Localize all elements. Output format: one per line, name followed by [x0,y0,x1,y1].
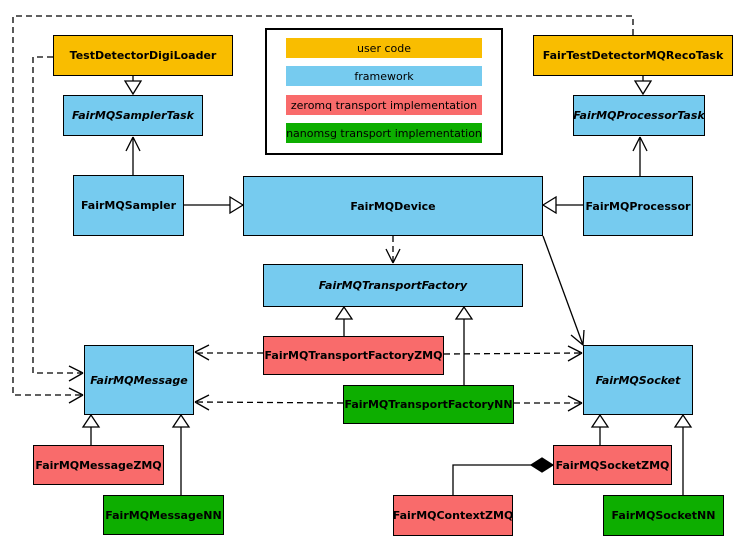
legend-item-user-code: user code [286,38,482,58]
node-fairtestdetectormqrecotask: FairTestDetectorMQRecoTask [533,35,733,76]
node-fairmqsampler: FairMQSampler [73,175,184,236]
legend-item-framework: framework [286,66,482,86]
edge-inherit-msgnn-message [171,413,191,495]
edge-inherit-tfnn-transportfactory [454,305,474,385]
edge-inherit-sampler-device [184,195,245,215]
node-fairmqtransportfactorynn: FairMQTransportFactoryNN [343,385,514,424]
legend-item-zeromq: zeromq transport implementation [286,95,482,115]
node-fairmqtransportfactoryzmq: FairMQTransportFactoryZMQ [263,336,444,375]
edge-dep-digiloader-message [32,56,84,382]
edge-dep-tfzmq-socket [443,345,583,362]
legend-item-nanomsg: nanomsg transport implementation [286,123,482,143]
node-testdetectordigiloader: TestDetectorDigiLoader [53,35,233,76]
node-fairmqcontextzmq: FairMQContextZMQ [393,495,513,536]
node-fairmqsocketnn: FairMQSocketNN [603,495,724,536]
node-fairmqdevice: FairMQDevice [243,176,543,236]
edge-dep-tfzmq-message [194,344,263,361]
edge-dep-device-transportfactory [385,236,401,264]
edge-inherit-sockzmq-socket [590,413,610,445]
node-fairmqsocketzmq: FairMQSocketZMQ [553,445,672,485]
edge-inherit-msgzmq-message [81,413,101,445]
edge-comp-socketzmq-contextzmq [452,457,555,495]
node-fairmqmessagezmq: FairMQMessageZMQ [33,445,164,485]
node-fairmqsocket: FairMQSocket [583,345,693,415]
node-fairmqprocessor: FairMQProcessor [583,176,693,236]
edge-inherit-digiloader-samplertask [123,76,143,96]
edge-inherit-recotask-processortask [633,76,653,96]
node-fairmqmessagenn: FairMQMessageNN [103,495,224,535]
node-fairmqsamplertask: FairMQSamplerTask [63,95,203,136]
edge-dep-tfnn-message [194,394,344,411]
node-fairmqmessage: FairMQMessage [84,345,194,415]
legend: user code framework zeromq transport imp… [265,28,503,155]
edge-inherit-processor-device [541,195,583,215]
node-fairmqprocessortask: FairMQProcessorTask [573,95,705,136]
edge-dep-recotask-message [12,15,634,404]
edge-inherit-tfzmq-transportfactory [334,305,354,336]
edge-assoc-sampler-samplertask [125,136,141,175]
edge-dep-tfnn-socket [514,395,583,412]
node-fairmqtransportfactory: FairMQTransportFactory [263,264,523,307]
edge-inherit-socknn-socket [673,413,693,495]
edge-assoc-device-socket [542,235,585,346]
edge-assoc-processor-processortask [632,136,648,176]
